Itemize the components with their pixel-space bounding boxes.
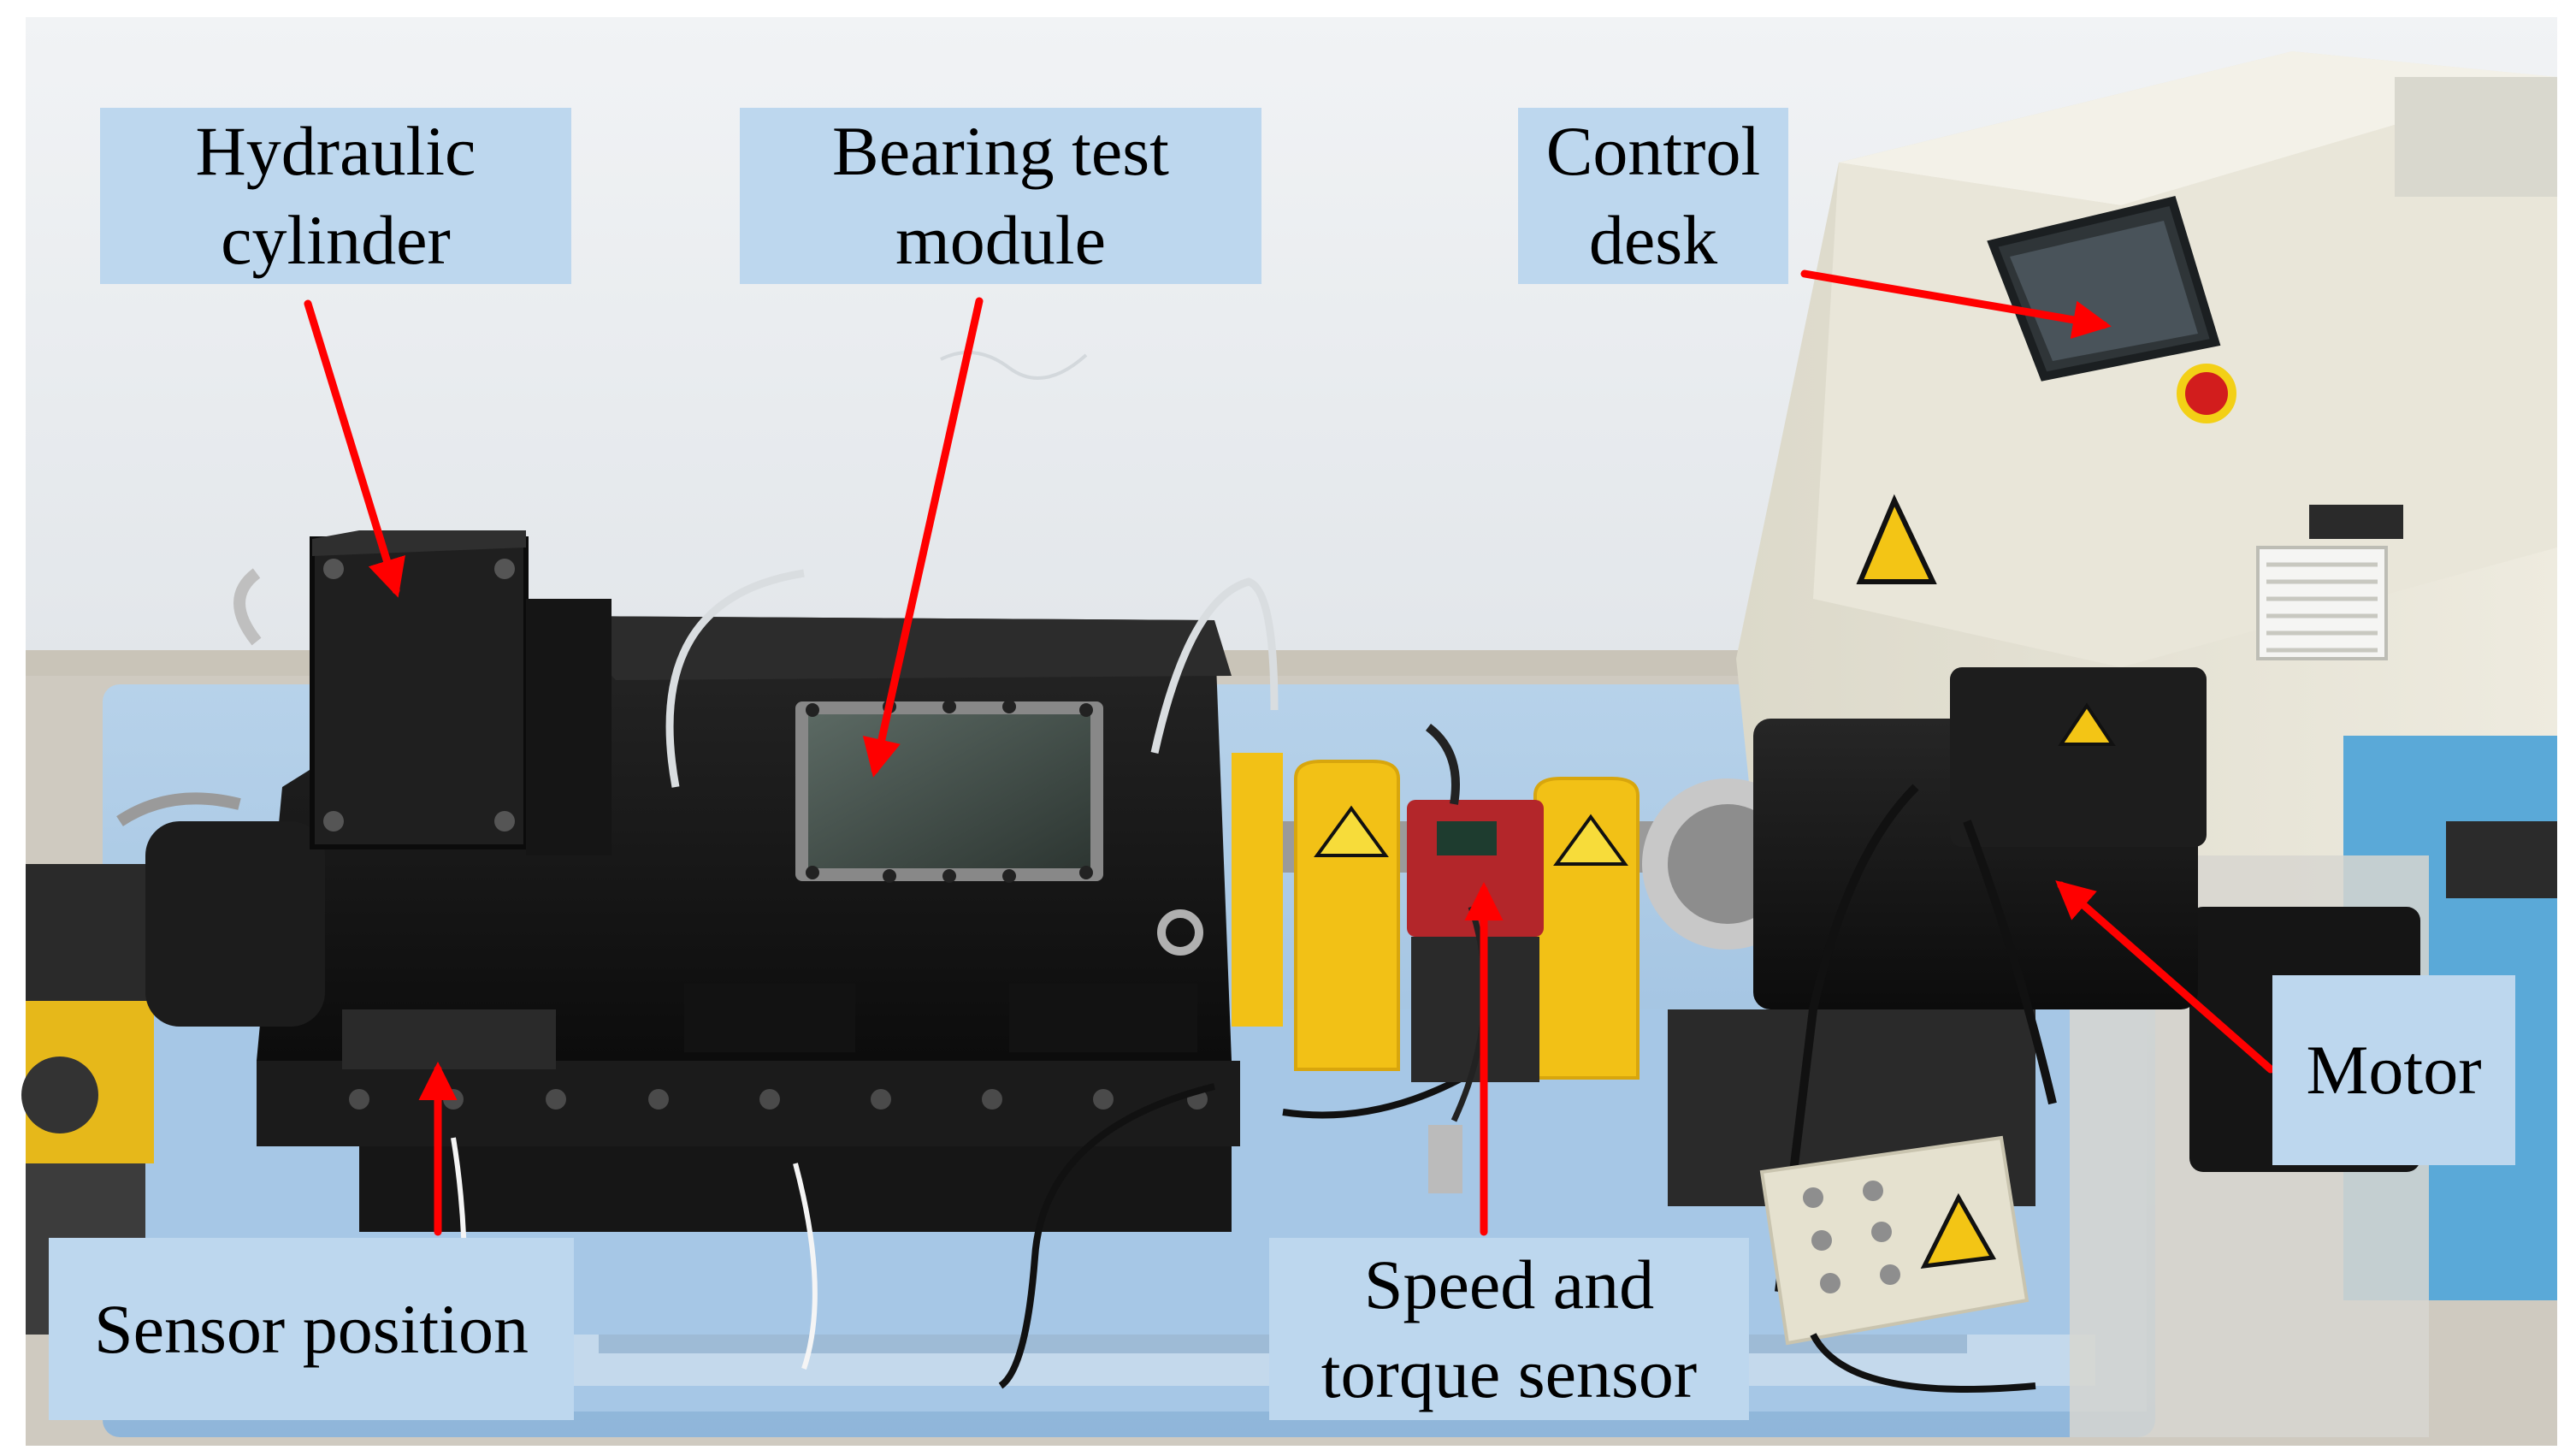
label-bearing-test-module: Bearing test module	[740, 108, 1261, 284]
label-control-desk-line-2: desk	[1588, 201, 1718, 279]
label-hydraulic-cylinder-line-1: Hydraulic	[195, 112, 476, 190]
annotation-arrows	[304, 269, 2275, 1236]
label-sensor-position-line-1: Sensor position	[94, 1289, 529, 1368]
label-bearing-test-module-line-2: module	[895, 201, 1106, 279]
high-voltage-warning-icon	[1856, 494, 1937, 584]
arrow-bearing-test-module	[862, 297, 984, 778]
bearing-test-rig	[116, 530, 1628, 1389]
label-motor-line-1: Motor	[2306, 1031, 2482, 1109]
motor	[1642, 667, 2207, 1293]
arrow-hydraulic-cylinder	[304, 299, 405, 598]
control-cabinet	[1736, 51, 2557, 907]
label-control-desk-line-1: Control	[1545, 112, 1761, 190]
motor-terminal-box	[1950, 667, 2207, 847]
motor-warning-icon	[2058, 702, 2116, 746]
label-hydraulic-cylinder: Hydraulic cylinder	[100, 108, 571, 284]
label-control-desk: Control desk	[1518, 108, 1788, 284]
emergency-stop-icon	[2177, 364, 2236, 423]
junction-box	[1759, 1135, 2036, 1393]
label-bearing-test-module-line-1: Bearing test	[832, 112, 1169, 190]
hydraulic-cylinder-block	[310, 536, 529, 849]
label-speed-torque-sensor-line-2: torque sensor	[1320, 1334, 1698, 1412]
junction-box-warning-icon	[1920, 1193, 1997, 1270]
label-sensor-position: Sensor position	[49, 1238, 574, 1420]
label-speed-torque-sensor: Speed and torque sensor	[1269, 1238, 1749, 1420]
label-speed-torque-sensor-line-1: Speed and	[1363, 1245, 1655, 1323]
label-hydraulic-cylinder-line-2: cylinder	[221, 201, 451, 279]
label-motor: Motor	[2272, 975, 2515, 1165]
arrow-motor	[2055, 880, 2275, 1074]
arrow-control-desk	[1800, 269, 2112, 340]
